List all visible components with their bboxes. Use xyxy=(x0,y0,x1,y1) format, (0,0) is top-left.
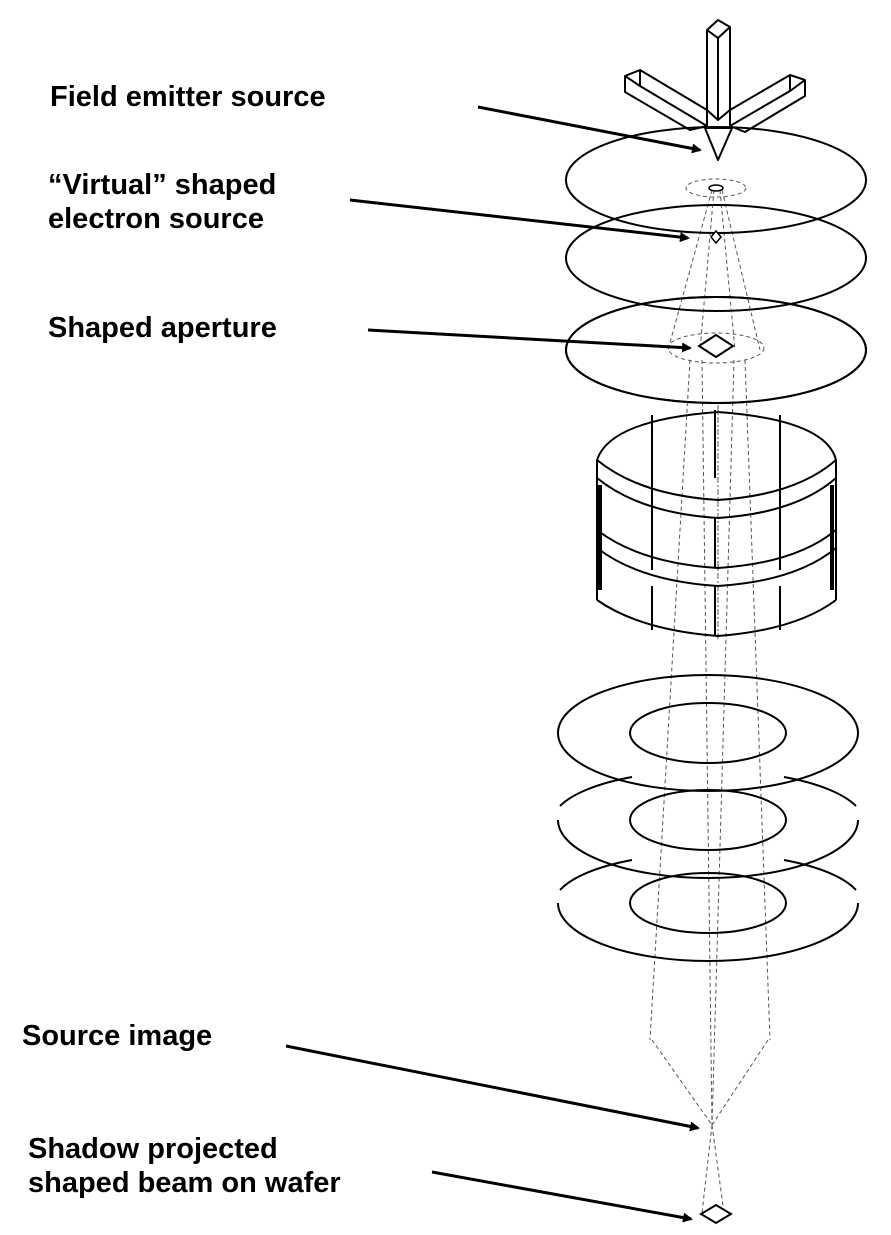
field-emitter-tip xyxy=(624,19,806,161)
arrow-shaped-aperture xyxy=(367,328,692,353)
label-shaped-aperture: Shaped aperture xyxy=(48,312,277,344)
arrow-wafer-spot xyxy=(431,1170,693,1223)
label-source-image: Source image xyxy=(22,1020,213,1052)
upper-lens-stack xyxy=(565,126,867,404)
arrow-source-image xyxy=(285,1044,700,1132)
deflector-cylinder xyxy=(596,410,837,638)
label-field-emitter-source: Field emitter source xyxy=(50,81,326,113)
beam-envelope xyxy=(649,178,771,1214)
arrow-field-emitter xyxy=(477,105,702,154)
shaped-aperture-marker xyxy=(697,333,735,359)
virtual-source-marker xyxy=(708,184,724,245)
leader-arrows xyxy=(285,105,702,1223)
label-shadow-projected-beam: Shadow projected shaped beam on wafer xyxy=(28,1133,341,1199)
lower-lens-stack xyxy=(557,674,859,962)
arrow-virtual-source xyxy=(349,198,690,243)
wafer-beam-spot xyxy=(699,1203,733,1225)
label-virtual-shaped-electron-source: “Virtual” shaped electron source xyxy=(48,169,277,235)
